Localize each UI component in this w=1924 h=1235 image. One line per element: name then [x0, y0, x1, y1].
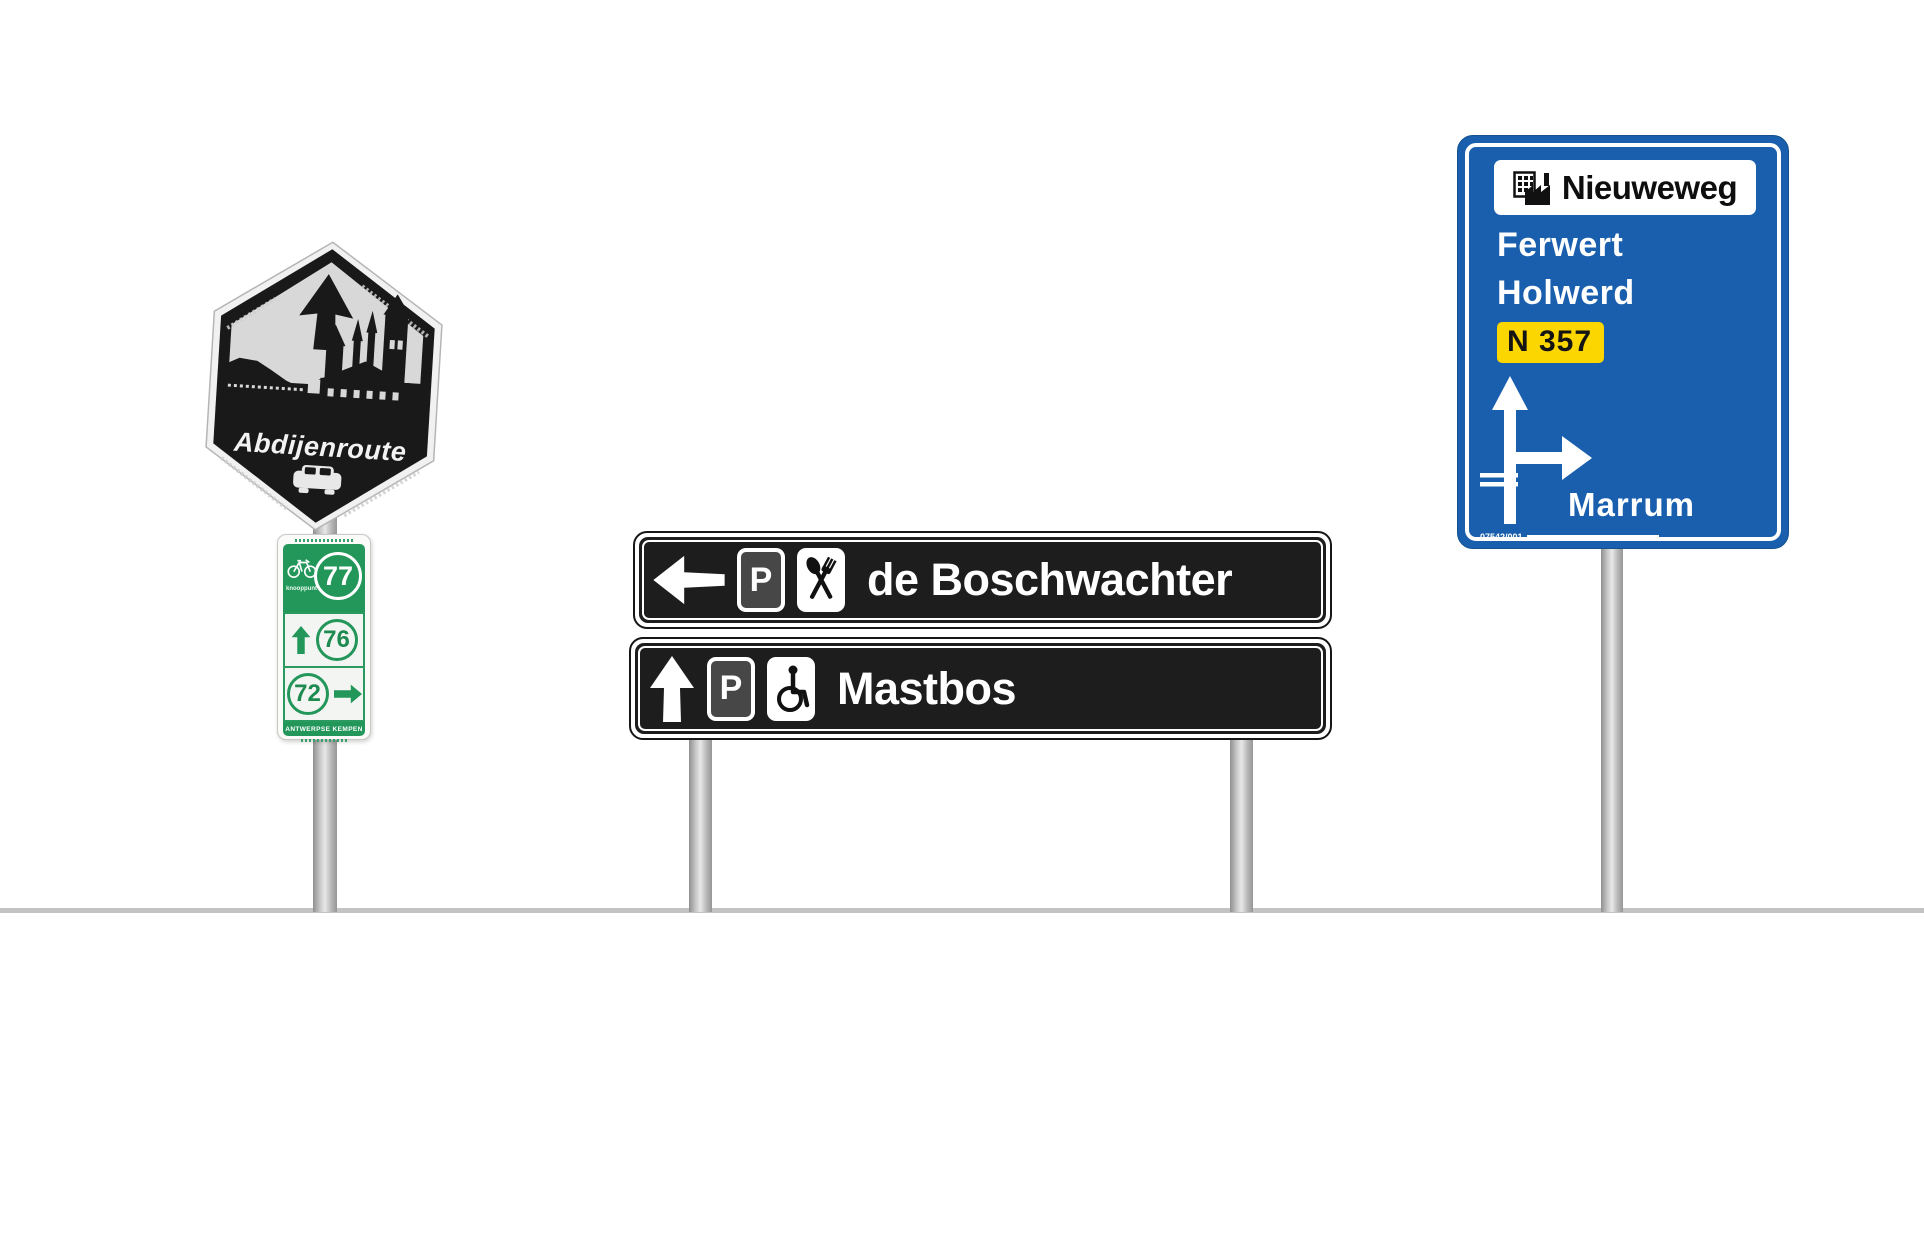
street-name: Nieuweweg — [1561, 168, 1738, 206]
junction-number: 77 — [322, 560, 354, 591]
junction-top-microtext — [295, 539, 353, 542]
abbey-silhouette — [223, 294, 424, 411]
junction-row-number: 72 — [294, 680, 321, 707]
blue-direction-sign: Nieuweweg Ferwert Holwerd N 357 Marrum 0… — [1457, 135, 1789, 549]
factory-icon — [1513, 170, 1550, 205]
parking-icon: P — [707, 656, 755, 721]
bicycle-icon — [287, 559, 317, 578]
branch-destination: Marrum — [1568, 486, 1696, 523]
cycle-junction-sign: knooppunt 77 76 72 ANTWERPSE KEMPEN — [277, 534, 371, 742]
junction-row-76: 76 — [283, 612, 365, 668]
street-name-plate: Nieuweweg — [1494, 160, 1756, 215]
junction-row-number: 76 — [323, 626, 350, 653]
up-arrow-icon — [650, 655, 694, 722]
wheelchair-icon — [767, 656, 815, 721]
direction-sign-label: de Boschwachter — [867, 554, 1233, 605]
junction-region: ANTWERPSE KEMPEN — [283, 722, 365, 736]
pole-direction-right — [1230, 732, 1253, 912]
left-arrow-icon — [653, 555, 725, 605]
pole-blue-sign — [1601, 430, 1623, 912]
pole-direction-left — [689, 732, 712, 912]
direction-sign-mastbos: P Mastbos — [629, 637, 1332, 740]
abbey-route-sign: Abdijenroute — [195, 233, 452, 539]
junction-label: knooppunt — [286, 586, 317, 592]
sign-plate: 07542/001 — [1480, 532, 1659, 542]
sign-plate-id: 07542/001 — [1480, 532, 1523, 542]
destination-holwerd: Holwerd — [1497, 274, 1635, 312]
up-arrow-icon — [299, 274, 354, 351]
junction-number-badge: 77 — [314, 552, 362, 600]
sign-plate-bar — [1526, 534, 1659, 540]
abbey-route-sign-graphic — [205, 241, 443, 531]
junction-header: knooppunt 77 — [283, 544, 365, 612]
car-icon — [293, 465, 342, 495]
right-arrow-icon — [333, 684, 362, 704]
junction-row-72: 72 — [283, 668, 365, 722]
ground-line — [0, 908, 1924, 913]
direction-sign-boschwachter: P de Boschwachter — [633, 531, 1332, 629]
road-number-badge: N 357 — [1497, 322, 1605, 363]
up-arrow-icon — [291, 626, 310, 654]
parking-icon: P — [737, 548, 785, 612]
route-diagram — [1480, 376, 1592, 524]
junction-bottom-microtext — [301, 739, 347, 742]
direction-sign-label: Mastbos — [837, 662, 1017, 714]
destination-ferwert: Ferwert — [1497, 226, 1624, 264]
restaurant-icon — [797, 548, 845, 612]
